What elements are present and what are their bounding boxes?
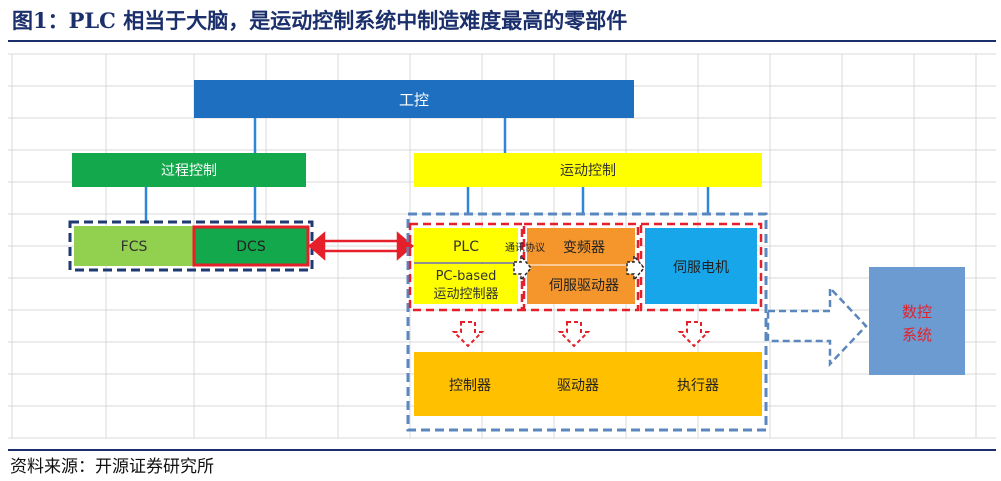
process-control-box bbox=[72, 153, 306, 187]
cnc-system-label-line2: 系统 bbox=[902, 326, 932, 344]
cnc-system-box bbox=[869, 267, 965, 375]
bottom-components-box bbox=[414, 352, 762, 416]
cnc-system-label-line1: 数控 bbox=[902, 303, 932, 321]
pc-based-box bbox=[414, 264, 518, 304]
motion-control-dashed-group bbox=[406, 212, 768, 432]
pc-based-label-line2: 运动控制器 bbox=[433, 287, 498, 302]
pc-based-label-line1: PC-based bbox=[436, 269, 497, 284]
dcs-plc-double-arrow bbox=[308, 231, 414, 261]
plc-to-drive-arrow-icon bbox=[513, 253, 532, 283]
down-arrow-icon bbox=[557, 321, 591, 348]
gongkong-box bbox=[194, 80, 634, 118]
down-arrow-icon bbox=[677, 321, 711, 348]
connector-lines bbox=[144, 118, 710, 222]
fcs-label: FCS bbox=[121, 239, 148, 255]
dcs-box bbox=[192, 225, 310, 267]
down-arrow-icon bbox=[451, 321, 485, 348]
motion-control-box bbox=[414, 153, 762, 187]
comm-protocol-label: 通讯协议 bbox=[505, 241, 545, 254]
source-note: 资料来源：开源证券研究所 bbox=[10, 457, 214, 477]
title-rule bbox=[8, 40, 996, 42]
actuator-label: 执行器 bbox=[677, 378, 719, 394]
motion-control-label: 运动控制 bbox=[560, 163, 616, 179]
inverter-label: 变频器 bbox=[563, 240, 605, 256]
to-cnc-arrow-icon bbox=[766, 284, 868, 368]
plc-box bbox=[414, 228, 518, 262]
inverter-box bbox=[527, 228, 635, 304]
controller-label: 控制器 bbox=[449, 378, 491, 394]
driver-label: 驱动器 bbox=[557, 378, 599, 394]
fcs-box bbox=[74, 226, 194, 266]
plc-label: PLC bbox=[453, 239, 479, 255]
dcs-label: DCS bbox=[236, 239, 266, 255]
process-control-label: 过程控制 bbox=[161, 163, 217, 179]
plc-red-dashed-group bbox=[408, 222, 524, 312]
source-rule bbox=[8, 449, 996, 451]
servo-motor-box bbox=[645, 228, 757, 304]
figure-title: 图1：PLC 相当于大脑，是运动控制系统中制造难度最高的零部件 bbox=[12, 8, 628, 33]
drive-to-motor-arrow-icon bbox=[626, 253, 645, 283]
servo-drive-label: 伺服驱动器 bbox=[549, 278, 619, 294]
servo-motor-label: 伺服电机 bbox=[673, 260, 729, 276]
gongkong-label: 工控 bbox=[399, 91, 429, 109]
